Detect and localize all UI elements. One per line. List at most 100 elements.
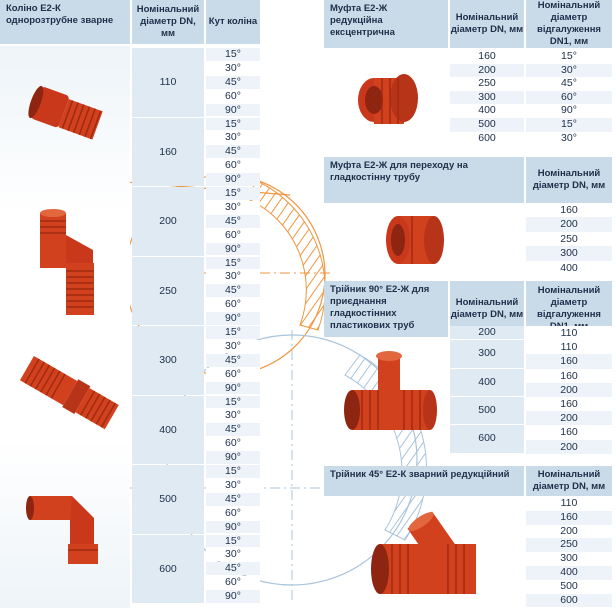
tee90-dn1-cell: 160: [526, 354, 612, 369]
elbow-angle-cell: 60°: [206, 437, 260, 451]
elbow-angle-cell: 15°: [206, 465, 260, 478]
reducer-col-dn: Номінальний діаметр DN, мм: [450, 0, 524, 48]
elbow-angle-cell: 45°: [206, 284, 260, 298]
elbow-angle-cell: 60°: [206, 506, 260, 520]
elbow-angle-cell: 60°: [206, 367, 260, 381]
elbow-angle-cell: 45°: [206, 145, 260, 159]
elbow-dn-cell: 500: [132, 465, 204, 534]
elbow-fitting-image: [26, 496, 98, 564]
reducer-dn-cell: 600: [450, 131, 524, 146]
elbow-angle-cell: 15°: [206, 187, 260, 200]
coupling-dn-cell: 300: [526, 246, 612, 261]
elbow-angle-cell: 15°: [206, 117, 260, 131]
tee45-dn-cell: 160: [526, 510, 612, 525]
elbow-fitting-image: [28, 85, 103, 140]
tee90-dn1-cell: 160: [526, 425, 612, 440]
elbow-dn-cell: 200: [132, 187, 204, 256]
elbow-angle-cell: 30°: [206, 548, 260, 562]
reducer-dn1-cell: 15°: [526, 50, 612, 64]
elbow-angle-cell: 45°: [206, 214, 260, 228]
elbow-angle-cell: 90°: [206, 451, 260, 464]
coupling-fitting-image: [386, 216, 444, 264]
elbow-angle-cell: 90°: [206, 242, 260, 256]
elbow-angle-cell: 30°: [206, 409, 260, 423]
elbow-col-dn: Номінальний діаметр DN, мм: [132, 0, 204, 44]
reducer-dn1-cell: 30°: [526, 131, 612, 146]
elbow-angle-cell: 90°: [206, 173, 260, 186]
tee90-dn-cell: 200: [450, 326, 524, 340]
elbow-angle-cell: 90°: [206, 312, 260, 325]
elbow-angle-cell: 30°: [206, 200, 260, 214]
coupling-dn-cell: 200: [526, 217, 612, 232]
elbow-angle-cell: 30°: [206, 61, 260, 75]
reducer-dn-cell: 300: [450, 90, 524, 105]
reducer-dn1-cell: 45°: [526, 77, 612, 91]
tee90-dn1-cell: 200: [526, 411, 612, 426]
elbow-angle-cell: 60°: [206, 89, 260, 103]
tee90-dn1-cell: 200: [526, 439, 612, 454]
elbow-dn-cell: 300: [132, 326, 204, 395]
elbow-angle-cell: 60°: [206, 298, 260, 312]
tee90-dn-cell: 300: [450, 340, 524, 368]
tee45-title: Трійник 45° Е2-К зварний редукційний: [324, 466, 524, 496]
elbow-angle-cell: 45°: [206, 492, 260, 506]
reducer-dn-cell: 500: [450, 118, 524, 132]
elbow-angle-cell: 30°: [206, 270, 260, 284]
tee90-dn1-cell: 160: [526, 368, 612, 383]
elbow-angle-cell: 45°: [206, 562, 260, 576]
tee45-dn-cell: 250: [526, 538, 612, 553]
elbow-dn-cell: 400: [132, 395, 204, 464]
elbow-angle-cell: 90°: [206, 103, 260, 117]
elbow-angle-cell: 15°: [206, 534, 260, 548]
elbow-fitting-image: [19, 356, 119, 430]
coupling-dn-cell: 160: [526, 203, 612, 218]
tee45-dn-cell: 200: [526, 524, 612, 539]
tee90-dn1-cell: 200: [526, 382, 612, 397]
reducer-col-dn1: Номінальний діаметр відгалуження DN1, мм: [526, 0, 612, 48]
elbow-angle-cell: 15°: [206, 48, 260, 61]
reducer-dn1-cell: 60°: [526, 90, 612, 105]
tee45-dn-cell: 400: [526, 566, 612, 580]
elbow-col-angle: Кут коліна: [206, 0, 260, 44]
tee45-fitting-image: [371, 511, 476, 594]
tee90-dn1-cell: 160: [526, 397, 612, 412]
tee45-dn-cell: 500: [526, 579, 612, 594]
elbow-dn-cell: 250: [132, 256, 204, 325]
elbow-angle-cell: 30°: [206, 339, 260, 353]
elbow-angle-cell: 90°: [206, 381, 260, 395]
reducer-title: Муфта Е2-Ж редукційна ексцентрична: [324, 0, 448, 48]
elbow-angle-cell: 60°: [206, 159, 260, 173]
elbow-angle-cell: 15°: [206, 256, 260, 270]
elbow-angle-cell: 45°: [206, 423, 260, 437]
elbow-dn-cell: 110: [132, 48, 204, 117]
coupling-title: Муфта Е2-Ж для переходу на гладкостінну …: [324, 157, 524, 203]
tee45-col-dn: Номінальний діаметр DN, мм: [526, 466, 612, 496]
tee90-dn-cell: 500: [450, 397, 524, 425]
tee45-dn-cell: 110: [526, 497, 612, 511]
tee90-dn1-cell: 110: [526, 340, 612, 355]
tee90-fitting-image: [344, 351, 437, 430]
reducer-dn1-cell: 15°: [526, 118, 612, 132]
coupling-dn-cell: 400: [526, 260, 612, 275]
elbow-angle-cell: 90°: [206, 520, 260, 534]
elbow-fitting-image: [40, 209, 94, 315]
tee45-dn-cell: 300: [526, 552, 612, 566]
reducer-dn-cell: 250: [450, 77, 524, 91]
elbow-angle-cell: 45°: [206, 75, 260, 89]
elbow-title: Коліно Е2-К однорозтрубне зварне: [0, 0, 130, 44]
elbow-angle-cell: 90°: [206, 590, 260, 603]
reducer-dn-cell: 160: [450, 50, 524, 64]
elbow-dn-cell: 600: [132, 534, 204, 603]
coupling-col-dn: Номінальний діаметр DN, мм: [526, 157, 612, 203]
coupling-dn-cell: 250: [526, 231, 612, 247]
tee90-dn-cell: 400: [450, 368, 524, 396]
elbow-dn-cell: 160: [132, 117, 204, 186]
reducer-dn-cell: 400: [450, 104, 524, 118]
elbow-angle-cell: 15°: [206, 326, 260, 339]
elbow-angle-cell: 15°: [206, 395, 260, 409]
reducer-fitting-image: [358, 74, 418, 124]
tee90-title: Трійник 90° Е2-Ж для приєднання гладкост…: [324, 281, 448, 337]
elbow-angle-cell: 30°: [206, 131, 260, 145]
tee90-dn-cell: 600: [450, 425, 524, 453]
elbow-angle-cell: 30°: [206, 478, 260, 492]
